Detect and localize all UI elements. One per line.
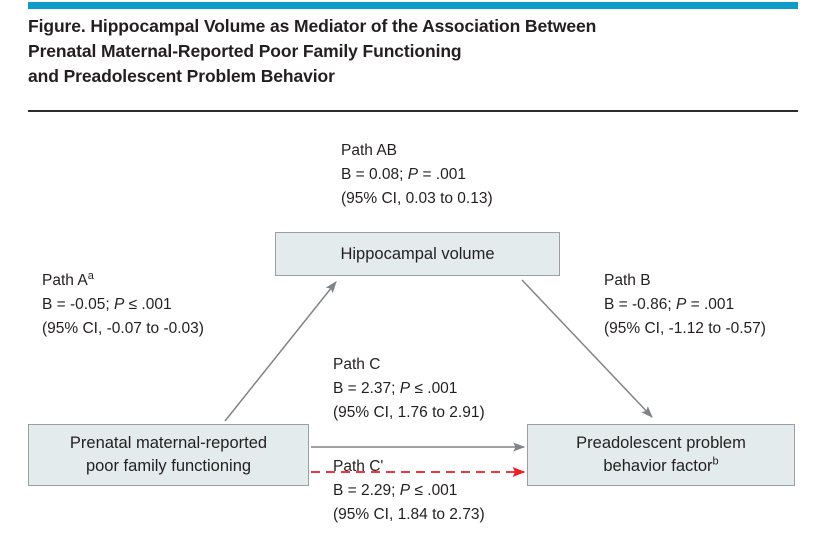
node-preadolescent-problem-behavior-label: Preadolescent problem behavior factorb — [566, 432, 756, 478]
annotation-path-c-ci: (95% CI, 1.76 to 2.91) — [333, 404, 485, 421]
annotation-path-c-p-value: ≤ .001 — [410, 380, 458, 397]
annotation-path-a-name: Path Aa — [42, 269, 94, 289]
annotation-path-ab: Path AB B = 0.08; P = .001 (95% CI, 0.03… — [341, 139, 493, 211]
title-line-2: Prenatal Maternal-Reported Poor Family F… — [28, 41, 462, 61]
annotation-path-c-prime-name: Path C' — [333, 458, 384, 475]
annotation-path-b-estimate: B = -0.86; P = .001 — [604, 296, 735, 313]
node-prenatal-line-2: poor family functioning — [85, 457, 252, 475]
annotation-path-c-prime-ci: (95% CI, 1.84 to 2.73) — [333, 506, 485, 523]
annotation-path-c-prime: Path C' B = 2.29; P ≤ .001 (95% CI, 1.84… — [333, 455, 485, 527]
title-line-1: Figure. Hippocampal Volume as Mediator o… — [28, 16, 597, 36]
page-title: Figure. Hippocampal Volume as Mediator o… — [28, 14, 718, 89]
annotation-path-a-ci: (95% CI, -0.07 to -0.03) — [42, 320, 204, 337]
annotation-path-b: Path B B = -0.86; P = .001 (95% CI, -1.1… — [604, 269, 766, 341]
annotation-path-a-p-value: ≤ .001 — [124, 296, 172, 313]
annotation-path-b-p-value: = .001 — [686, 296, 735, 313]
annotation-path-c-prime-estimate: B = 2.29; P ≤ .001 — [333, 482, 458, 499]
annotation-path-ab-p-symbol: P — [407, 166, 419, 183]
annotation-path-ab-name: Path AB — [341, 142, 398, 159]
annotation-path-a: Path Aa B = -0.05; P ≤ .001 (95% CI, -0.… — [42, 269, 204, 341]
mediation-diagram: Hippocampal volume Prenatal maternal-rep… — [0, 118, 826, 556]
node-preadolescent-line-2: behavior factor — [603, 457, 713, 475]
node-prenatal-line-1: Prenatal maternal-reported — [69, 434, 268, 452]
annotation-path-c-prime-p-symbol: P — [399, 482, 411, 499]
node-hippocampal-volume[interactable]: Hippocampal volume — [275, 232, 560, 276]
arrow-layer — [224, 279, 653, 478]
annotation-path-ab-ci: (95% CI, 0.03 to 0.13) — [341, 190, 493, 207]
annotation-path-a-estimate: B = -0.05; P ≤ .001 — [42, 296, 172, 313]
title-line-3: and Preadolescent Problem Behavior — [28, 66, 335, 86]
annotation-path-c-prime-p-value: ≤ .001 — [410, 482, 458, 499]
annotation-path-ab-estimate: B = 0.08; P = .001 — [341, 166, 466, 183]
path-b-arrow — [521, 279, 653, 418]
node-preadolescent-footnote-marker: b — [712, 455, 719, 468]
annotation-path-c-estimate: B = 2.37; P ≤ .001 — [333, 380, 458, 397]
annotation-path-c-name: Path C — [333, 356, 381, 373]
node-preadolescent-problem-behavior[interactable]: Preadolescent problem behavior factorb — [527, 424, 795, 486]
node-prenatal-family-functioning[interactable]: Prenatal maternal-reported poor family f… — [28, 424, 309, 486]
node-prenatal-family-functioning-label: Prenatal maternal-reported poor family f… — [60, 432, 277, 478]
accent-bar — [28, 2, 798, 9]
annotation-path-a-footnote-marker: a — [87, 269, 94, 282]
annotation-path-b-ci: (95% CI, -1.12 to -0.57) — [604, 320, 766, 337]
annotation-path-ab-p-value: = .001 — [418, 166, 466, 183]
annotation-path-c: Path C B = 2.37; P ≤ .001 (95% CI, 1.76 … — [333, 353, 485, 425]
annotation-path-b-name: Path B — [604, 272, 651, 289]
annotation-path-c-p-symbol: P — [399, 380, 411, 397]
title-divider — [28, 110, 798, 112]
annotation-path-b-p-symbol: P — [675, 296, 687, 313]
annotation-path-a-p-symbol: P — [113, 296, 125, 313]
path-a-arrow — [224, 281, 337, 422]
node-hippocampal-volume-label: Hippocampal volume — [340, 244, 495, 263]
node-preadolescent-line-1: Preadolescent problem — [576, 434, 746, 452]
